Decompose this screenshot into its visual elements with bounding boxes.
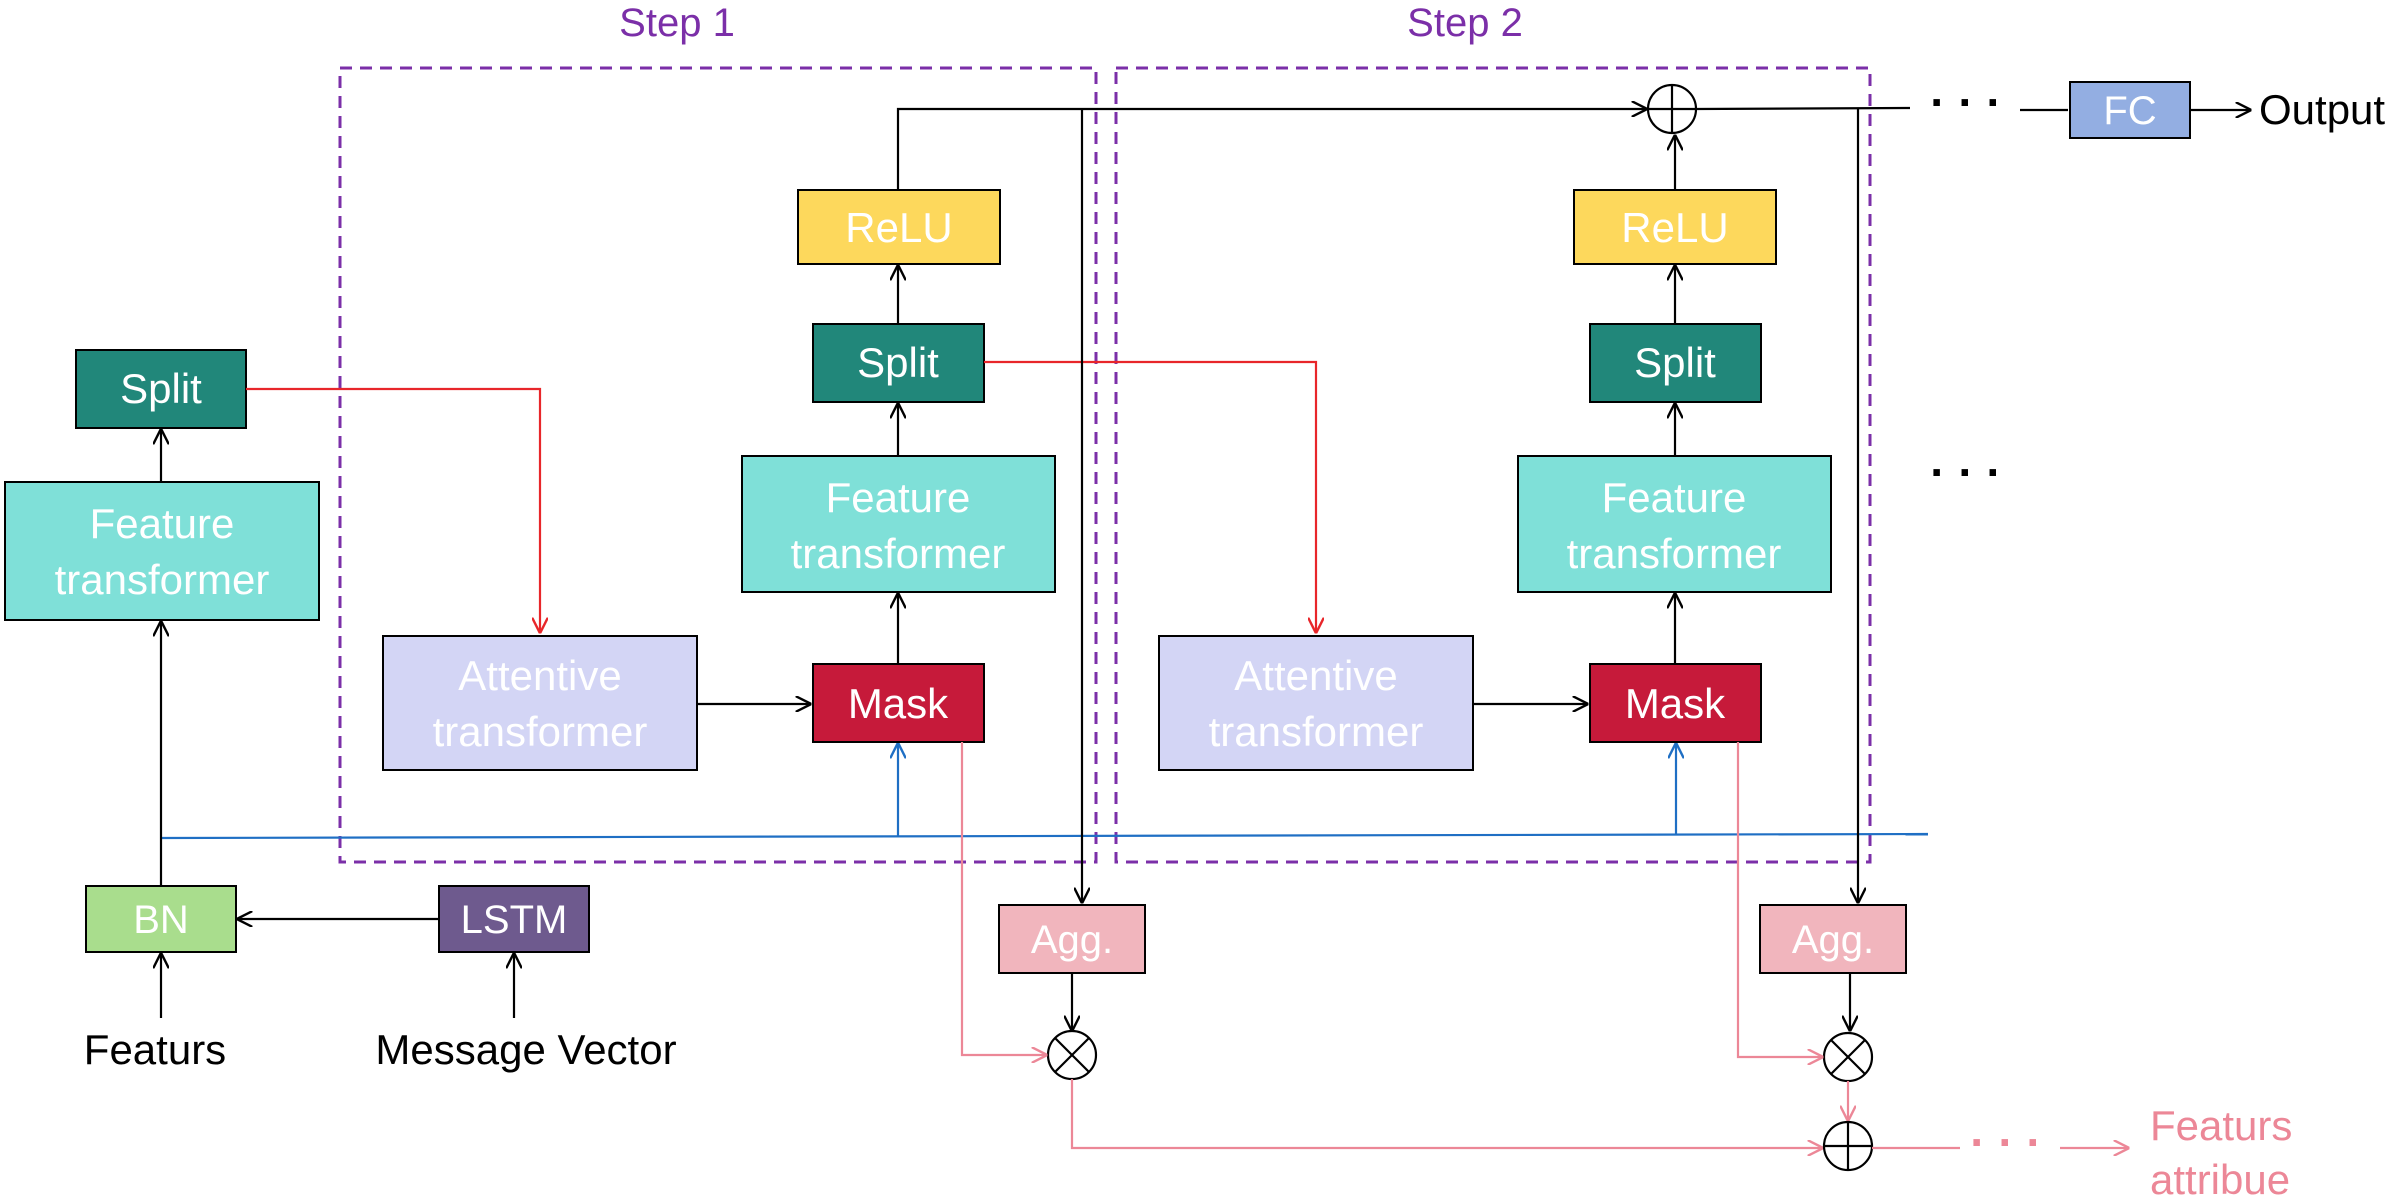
split-step1 <box>812 323 985 403</box>
agg2-label: Agg. <box>1792 918 1874 962</box>
relu-step2 <box>1573 189 1777 265</box>
feature-transformer-step1 <box>741 455 1056 593</box>
split0-label: Split <box>120 365 202 412</box>
mask2-label: Mask <box>1625 680 1726 727</box>
bn-block <box>85 885 237 953</box>
feature-attribute-label-line1: Featurs <box>2150 1102 2292 1149</box>
split-initial <box>75 349 247 429</box>
mask-step2 <box>1589 663 1762 743</box>
relu1-to-sum-arrow <box>896 109 1646 190</box>
ft0-label-line2: transformer <box>55 556 270 603</box>
output-ellipsis: · · · <box>1930 76 2002 128</box>
at2-label-line1: Attentive <box>1234 652 1397 699</box>
relu2-label: ReLU <box>1621 204 1728 251</box>
multiply-node-step1 <box>1046 1029 1098 1081</box>
step2-box <box>1114 66 1872 864</box>
split1-to-attentive2-arrow <box>984 360 1316 632</box>
fc-block <box>2069 81 2191 139</box>
at2-label-line2: transformer <box>1209 708 1424 755</box>
feature-transformer-step2 <box>1517 455 1832 593</box>
ft1-label-line1: Feature <box>826 474 971 521</box>
attentive-transformer-step1 <box>382 635 698 771</box>
feature-attribute-label-line2: attribue <box>2150 1156 2290 1202</box>
agg-step2 <box>1759 904 1907 974</box>
bn-label: BN <box>133 898 189 942</box>
agg-step1 <box>998 904 1146 974</box>
multiply-node-step2 <box>1822 1031 1874 1083</box>
ft2-label-line2: transformer <box>1567 530 1782 577</box>
split-step2 <box>1589 323 1762 403</box>
output-label: Output <box>2259 86 2385 133</box>
ft0-label-line1: Feature <box>90 500 235 547</box>
mask1-to-otimes1-arrow <box>960 742 1046 1055</box>
relu-step1 <box>797 189 1001 265</box>
blue-feature-line <box>161 832 1929 840</box>
features-input-label: Featurs <box>84 1026 226 1073</box>
ft1-label-line2: transformer <box>791 530 1006 577</box>
lstm-label: LSTM <box>461 898 568 942</box>
fc-label: FC <box>2103 89 2156 133</box>
sum-node-output <box>1646 83 1698 135</box>
mask2-to-otimes2-arrow <box>1736 742 1822 1057</box>
mask1-label: Mask <box>848 680 949 727</box>
continuation-ellipsis: · · · <box>1930 446 2002 498</box>
feature-transformer-initial <box>4 481 320 621</box>
split2-label: Split <box>1634 339 1716 386</box>
feature-attribute-ellipsis: · · · <box>1970 1116 2042 1168</box>
message-vector-label: Message Vector <box>375 1026 676 1073</box>
step1-box <box>338 66 1098 864</box>
sum-node-feature-attribute <box>1822 1120 1874 1172</box>
step1-label: Step 1 <box>619 1 735 45</box>
at1-label-line2: transformer <box>433 708 648 755</box>
relu1-label: ReLU <box>845 204 952 251</box>
split0-to-attentive1-arrow <box>246 387 540 632</box>
otimes1-to-feature-sum-arrow <box>1070 1079 1822 1148</box>
lstm-block <box>438 885 590 953</box>
at1-label-line1: Attentive <box>458 652 621 699</box>
agg1-label: Agg. <box>1031 918 1113 962</box>
ft2-label-line1: Feature <box>1602 474 1747 521</box>
split1-label: Split <box>857 339 939 386</box>
sum-to-ellipsis-line <box>1695 106 1911 111</box>
step2-label: Step 2 <box>1407 1 1523 45</box>
mask-step1 <box>812 663 985 743</box>
